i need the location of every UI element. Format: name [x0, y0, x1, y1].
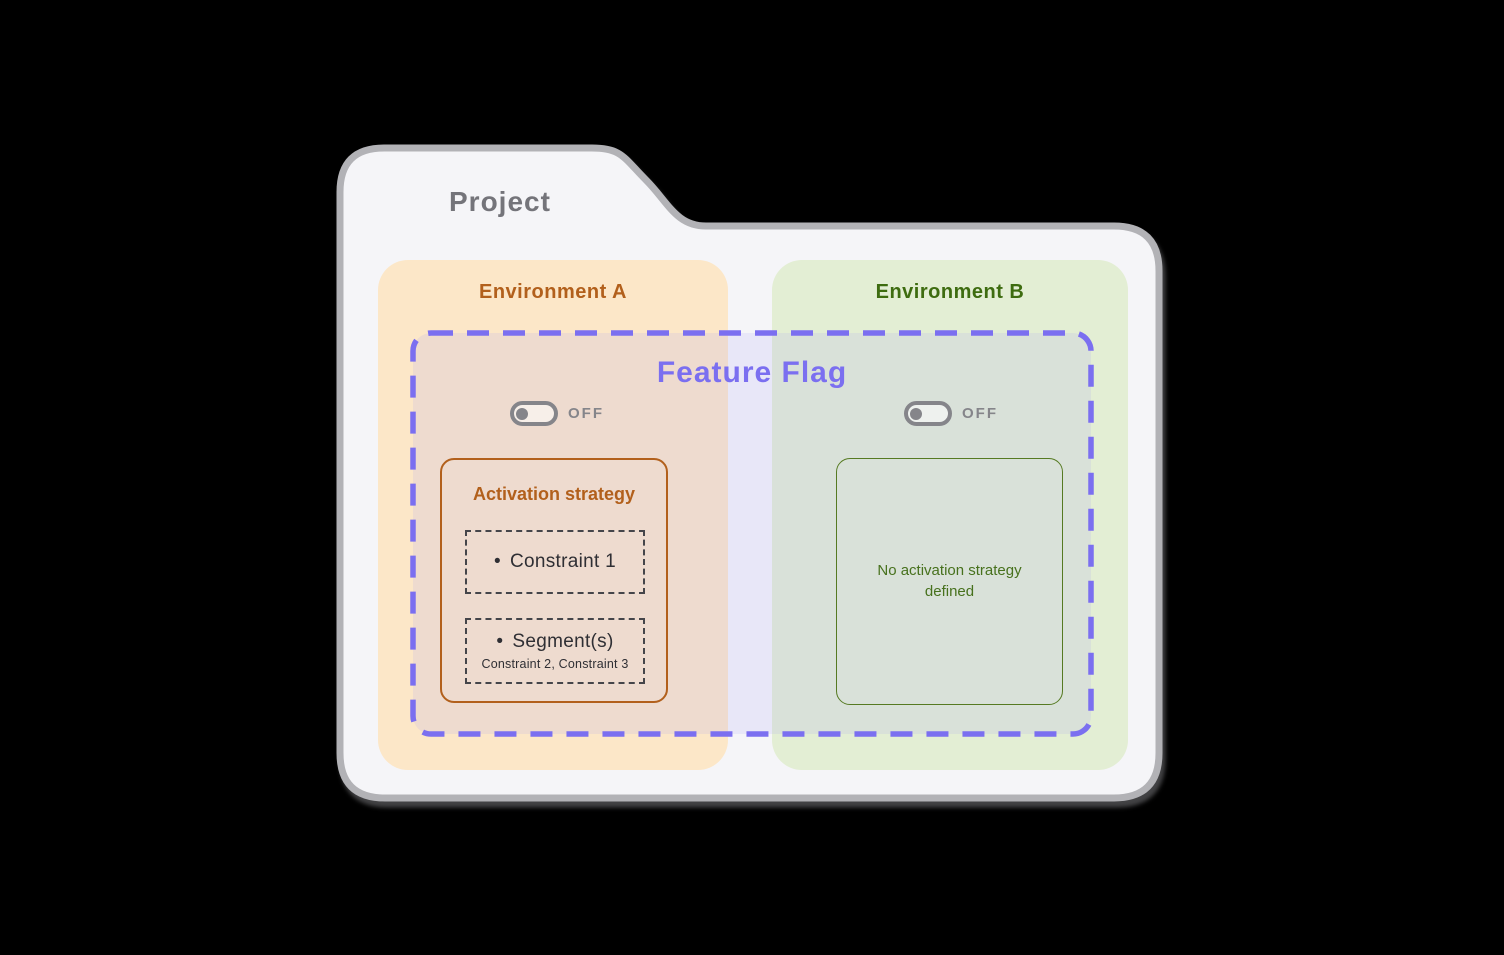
- bullet-icon: •: [494, 551, 501, 572]
- project-title: Project: [449, 186, 551, 217]
- toggle-knob: [910, 407, 922, 420]
- bullet-icon: •: [496, 631, 504, 652]
- constraint-text: Constraint 1: [509, 551, 616, 572]
- env-a-toggle-state: OFF: [568, 405, 604, 422]
- env-a-feature-toggle[interactable]: OFF: [510, 401, 604, 426]
- environment-a-title: Environment A: [479, 281, 627, 303]
- segments-constraints-text: Constraint 2, Constraint 3: [481, 657, 629, 671]
- toggle-off-icon[interactable]: [904, 401, 952, 426]
- no-strategy-text: No activation strategy defined: [877, 562, 1022, 600]
- segments-text: Segment(s): [512, 631, 614, 652]
- env-b-feature-toggle[interactable]: OFF: [904, 401, 998, 426]
- activation-strategy-box: Activation strategy • Constraint 1 • Segme…: [440, 458, 668, 703]
- activation-strategy-title: Activation strategy: [472, 484, 636, 504]
- segments-label: • Segment(s): [496, 631, 613, 653]
- toggle-knob: [516, 407, 528, 420]
- environment-b-title: Environment B: [875, 281, 1025, 303]
- feature-flag-title: Feature Flag: [656, 356, 848, 389]
- env-b-toggle-state: OFF: [962, 405, 998, 422]
- toggle-off-icon[interactable]: [510, 401, 558, 426]
- constraint-label: • Constraint 1: [494, 551, 616, 573]
- segments-item: • Segment(s) Constraint 2, Constraint 3: [465, 618, 645, 684]
- constraint-item: • Constraint 1: [465, 530, 645, 594]
- env-b-strategy-box: No activation strategy defined: [836, 458, 1063, 705]
